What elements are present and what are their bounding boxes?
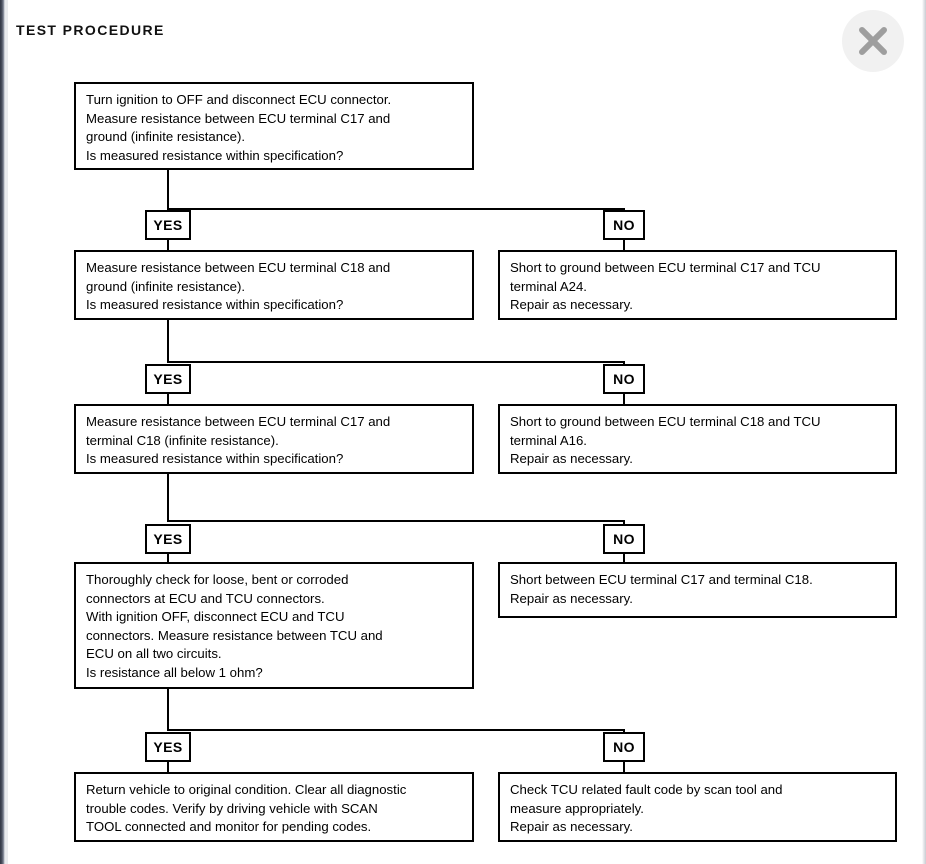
connector-vertical [167, 238, 169, 252]
flow-box-line: Measure resistance between ECU terminal … [86, 414, 391, 429]
close-button[interactable] [842, 10, 904, 72]
flow-box-line: Return vehicle to original condition. Cl… [86, 782, 407, 797]
flow-box-outcome-4: Check TCU related fault code by scan too… [498, 772, 897, 842]
flow-box-line: Is measured resistance within specificat… [86, 147, 344, 163]
connector-vertical [623, 552, 625, 564]
connector-vertical [167, 552, 169, 564]
flow-box-line: measure appropriately. [510, 800, 644, 816]
flow-box-line: Is resistance all below 1 ohm? [86, 664, 263, 680]
connector-vertical [167, 392, 169, 406]
flow-box-line: Measure resistance between ECU terminal … [86, 260, 391, 275]
connector-vertical [167, 689, 169, 731]
flow-box-line: Short to ground between ECU terminal C17… [510, 260, 821, 275]
connector-vertical [167, 474, 169, 522]
flow-box-line: Thoroughly check for loose, bent or corr… [86, 572, 349, 587]
flow-box-step-3: Measure resistance between ECU terminal … [74, 404, 474, 474]
branch-label-yes: YES [145, 210, 191, 240]
flow-box-step-1: Turn ignition to OFF and disconnect ECU … [74, 82, 474, 170]
flow-box-line: connectors at ECU and TCU connectors. [86, 590, 325, 606]
connector-horizontal [167, 208, 625, 210]
flow-box-line: Short to ground between ECU terminal C18… [510, 414, 821, 429]
flow-box-step-5: Return vehicle to original condition. Cl… [74, 772, 474, 842]
branch-label-no: NO [603, 210, 645, 240]
page-left-edge-inner [5, 0, 8, 864]
flow-box-line: TOOL connected and monitor for pending c… [86, 819, 372, 835]
connector-vertical [167, 320, 169, 363]
flow-box-step-4: Thoroughly check for loose, bent or corr… [74, 562, 474, 689]
page-left-edge [0, 0, 5, 864]
flow-box-line: ECU on all two circuits. [86, 646, 222, 662]
flow-box-line: Short between ECU terminal C17 and termi… [510, 572, 813, 587]
connector-vertical [623, 392, 625, 406]
flow-box-line: trouble codes. Verify by driving vehicle… [86, 800, 378, 816]
connector-vertical [623, 760, 625, 774]
flow-box-line: Check TCU related fault code by scan too… [510, 782, 783, 797]
branch-label-no: NO [603, 364, 645, 394]
flow-box-outcome-2: Short to ground between ECU terminal C18… [498, 404, 897, 474]
page-right-edge [922, 0, 926, 864]
page-title: TEST PROCEDURE [16, 22, 165, 38]
flow-box-line: Measure resistance between ECU terminal … [86, 110, 391, 126]
flow-box-line: Is measured resistance within specificat… [86, 297, 344, 313]
branch-label-yes: YES [145, 364, 191, 394]
flow-box-outcome-3: Short between ECU terminal C17 and termi… [498, 562, 897, 618]
flow-box-line: ground (infinite resistance). [86, 129, 246, 145]
branch-label-no: NO [603, 524, 645, 554]
connector-horizontal [167, 361, 625, 363]
connector-vertical [623, 238, 625, 252]
connector-vertical [167, 170, 169, 210]
flow-box-line: With ignition OFF, disconnect ECU and TC… [86, 609, 345, 625]
flow-box-step-2: Measure resistance between ECU terminal … [74, 250, 474, 320]
flow-box-line: Is measured resistance within specificat… [86, 451, 344, 467]
connector-horizontal [167, 520, 625, 522]
flow-box-outcome-1: Short to ground between ECU terminal C17… [498, 250, 897, 320]
connector-vertical [167, 760, 169, 774]
flow-box-line: ground (infinite resistance). [86, 278, 246, 294]
flow-box-line: connectors. Measure resistance between T… [86, 627, 383, 643]
flow-box-line: terminal A16. [510, 432, 587, 448]
flow-box-line: Repair as necessary. [510, 451, 633, 467]
connector-horizontal [167, 729, 625, 731]
flow-box-line: terminal A24. [510, 278, 587, 294]
flow-box-line: Repair as necessary. [510, 297, 633, 313]
flow-box-line: Repair as necessary. [510, 590, 633, 606]
branch-label-no: NO [603, 732, 645, 762]
branch-label-yes: YES [145, 524, 191, 554]
close-icon [859, 27, 887, 55]
flow-box-line: terminal C18 (infinite resistance). [86, 432, 279, 448]
branch-label-yes: YES [145, 732, 191, 762]
flow-box-line: Turn ignition to OFF and disconnect ECU … [86, 92, 392, 107]
flow-box-line: Repair as necessary. [510, 819, 633, 835]
